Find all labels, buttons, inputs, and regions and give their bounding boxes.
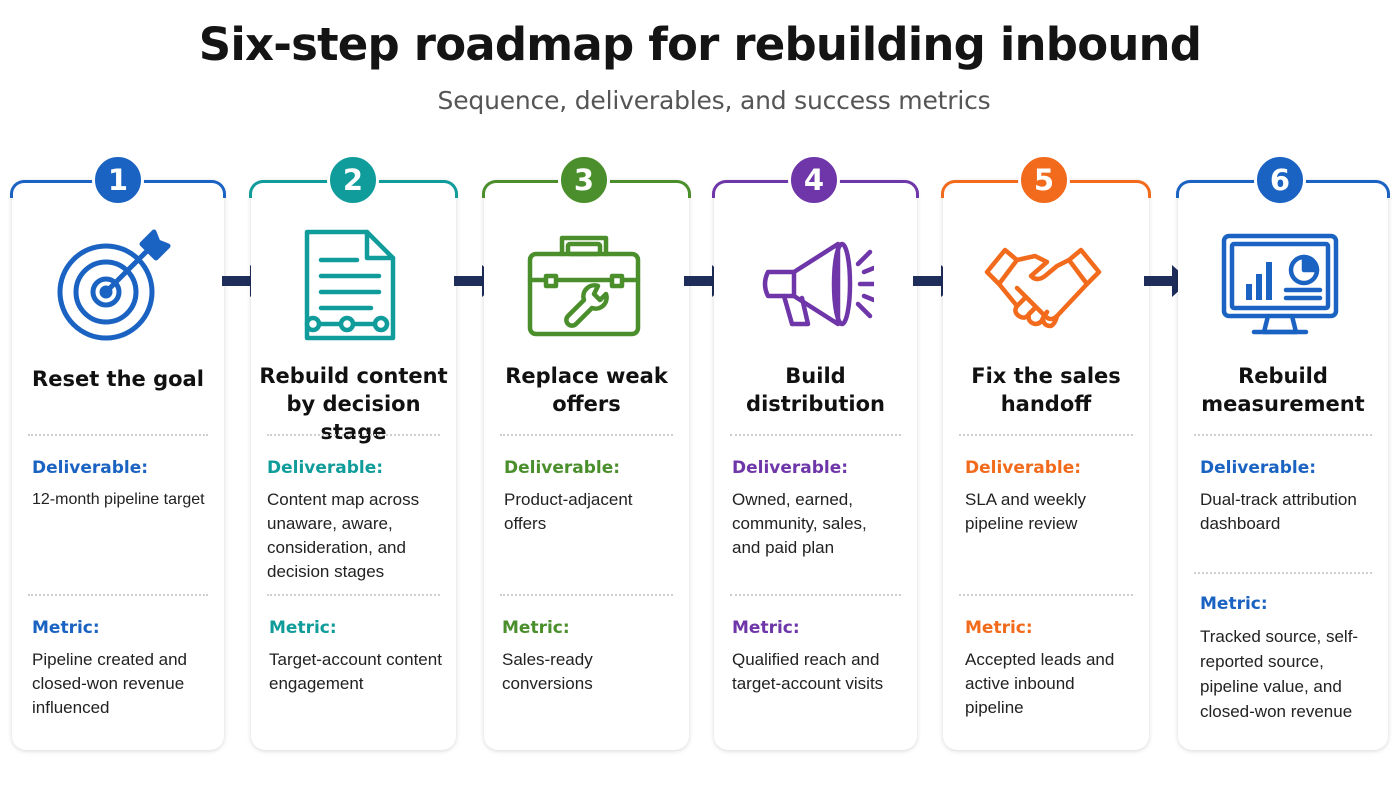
divider	[959, 594, 1133, 596]
deliverable-label: Deliverable:	[732, 458, 849, 478]
page-title: Six-step roadmap for rebuilding inbound	[198, 18, 1202, 71]
metric-text: Accepted leads and active inbound pipeli…	[965, 650, 1115, 717]
divider	[959, 434, 1133, 436]
deliverable-text: Dual-track attribution dashboard	[1200, 490, 1357, 533]
divider	[730, 434, 901, 436]
deliverable-text: 12-month pipeline target	[32, 491, 205, 508]
step-card-5: 5 Fix the sales handoff Deliverable: SLA…	[941, 154, 1151, 750]
page-subtitle: Sequence, deliverables, and success metr…	[437, 86, 991, 115]
step-card-3: 3 Replace weak offers Deliverable: Produ…	[482, 154, 691, 750]
metric-text: Target-account content engagement	[269, 650, 442, 693]
step-title: Rebuild measurement	[1201, 364, 1365, 416]
metric-label: Metric:	[1200, 594, 1268, 614]
step-title: Reset the goal	[32, 367, 204, 391]
step-card-1: 1 Reset the goal Deliverable: 12-month p…	[10, 154, 226, 750]
metric-text: Sales-ready conversions	[502, 650, 593, 693]
deliverable-text: Owned, earned, community, sales, and pai…	[732, 490, 867, 557]
divider	[730, 594, 901, 596]
divider	[28, 434, 208, 436]
divider	[1194, 572, 1372, 574]
document-icon	[291, 224, 411, 344]
divider	[267, 594, 440, 596]
step-number-badge: 3	[558, 154, 610, 206]
step-number-badge: 5	[1018, 154, 1070, 206]
metric-label: Metric:	[32, 618, 100, 638]
deliverable-label: Deliverable:	[965, 458, 1082, 478]
step-title: Replace weak offers	[505, 364, 668, 416]
step-card-6: 6 Rebuild measurement Deliverable: Dual-…	[1176, 154, 1390, 750]
deliverable-label: Deliverable:	[32, 458, 149, 478]
deliverable-label: Deliverable:	[504, 458, 621, 478]
metric-text: Qualified reach and target-account visit…	[732, 650, 884, 693]
metric-text: Tracked source, self-reported source, pi…	[1200, 627, 1359, 721]
divider	[500, 434, 673, 436]
divider	[1194, 434, 1372, 436]
step-card-4: 4 Build distribution Deliverable: Owned,…	[712, 154, 919, 750]
megaphone-icon	[754, 224, 874, 344]
metric-label: Metric:	[502, 618, 570, 638]
metric-label: Metric:	[965, 618, 1033, 638]
step-number-badge: 2	[327, 154, 379, 206]
deliverable-label: Deliverable:	[1200, 458, 1317, 478]
divider	[500, 594, 673, 596]
deliverable-text: Product-adjacent offers	[504, 490, 633, 533]
step-card-2: 2 Rebuild content by decision stage Deli…	[249, 154, 458, 750]
step-title: Fix the sales handoff	[971, 364, 1121, 416]
step-title: Rebuild content by decision stage	[259, 364, 448, 444]
deliverable-label: Deliverable:	[267, 458, 384, 478]
toolbox-icon	[524, 224, 644, 344]
divider	[267, 434, 440, 436]
dashboard-icon	[1220, 224, 1340, 344]
step-number-badge: 4	[788, 154, 840, 206]
step-number-badge: 1	[92, 154, 144, 206]
metric-text: Pipeline created and closed-won revenue …	[32, 650, 188, 717]
step-title: Build distribution	[746, 364, 885, 416]
target-icon	[54, 224, 174, 344]
metric-label: Metric:	[269, 618, 337, 638]
step-number-badge: 6	[1254, 154, 1306, 206]
metric-label: Metric:	[732, 618, 800, 638]
divider	[28, 594, 208, 596]
deliverable-text: Content map across unaware, aware, consi…	[267, 490, 420, 581]
deliverable-text: SLA and weekly pipeline review	[965, 490, 1086, 533]
handshake-icon	[983, 224, 1103, 344]
